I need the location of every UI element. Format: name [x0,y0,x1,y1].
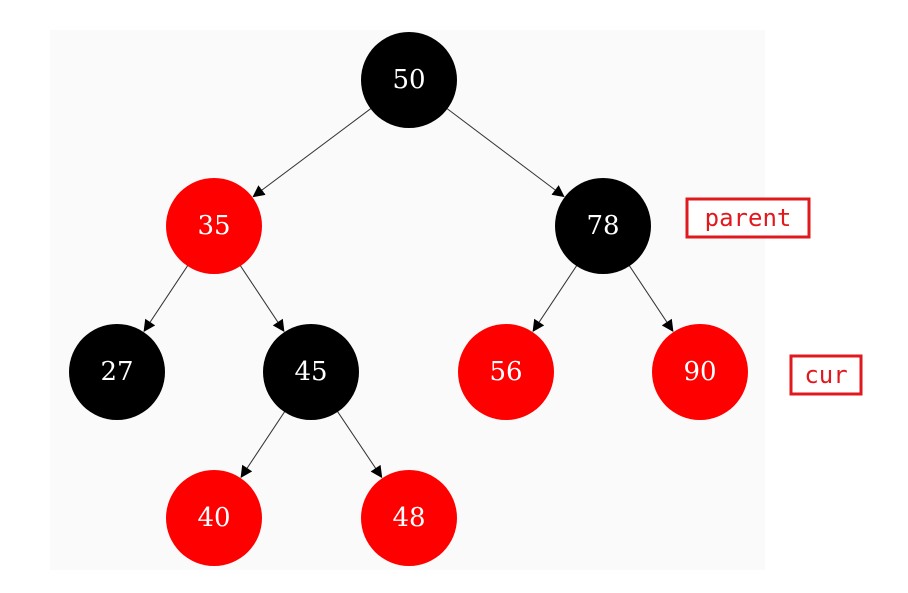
node-value-label: 90 [683,357,716,387]
node-value-label: 27 [100,357,133,387]
edges-layer [143,107,674,479]
node-circle-red [166,470,262,566]
tree-node-50: 50 [361,32,457,128]
cur-tag-label: cur [804,361,847,389]
edge-45-to-48 [336,409,383,479]
parent-tag: parent [685,197,811,239]
node-value-label: 50 [392,65,425,95]
edge-78-to-90 [628,264,674,333]
tree-node-78: 78 [555,178,651,274]
edge-35-to-45 [239,264,285,333]
edge-35-to-27 [143,264,189,333]
tree-node-45: 45 [263,324,359,420]
node-circle-red [166,178,262,274]
cur-tag-box [789,354,863,396]
tree-node-27: 27 [69,324,165,420]
tree-node-40: 40 [166,470,262,566]
node-value-label: 40 [197,503,230,533]
node-value-label: 56 [489,357,522,387]
tree-node-35: 35 [166,178,262,274]
node-circle-red [361,470,457,566]
node-value-label: 48 [392,503,425,533]
node-value-label: 78 [586,211,619,241]
node-circle-red [652,324,748,420]
tree-node-56: 56 [458,324,554,420]
nodes-layer: 50 35 78 27 45 56 90 40 48 [69,32,748,566]
tree-node-48: 48 [361,470,457,566]
node-circle-black [263,324,359,420]
edge-50-to-78 [445,107,565,198]
cur-tag: cur [789,354,863,396]
tags-layer: parent cur [685,197,863,396]
edge-78-to-56 [532,264,578,333]
node-circle-black [69,324,165,420]
node-circle-red [458,324,554,420]
tree-node-90: 90 [652,324,748,420]
node-value-label: 45 [294,357,327,387]
node-circle-black [555,178,651,274]
edge-50-to-35 [252,107,373,198]
edge-45-to-40 [240,410,286,479]
node-value-label: 35 [197,211,230,241]
node-circle-black [361,32,457,128]
parent-tag-box [685,197,811,239]
parent-tag-label: parent [705,204,792,232]
